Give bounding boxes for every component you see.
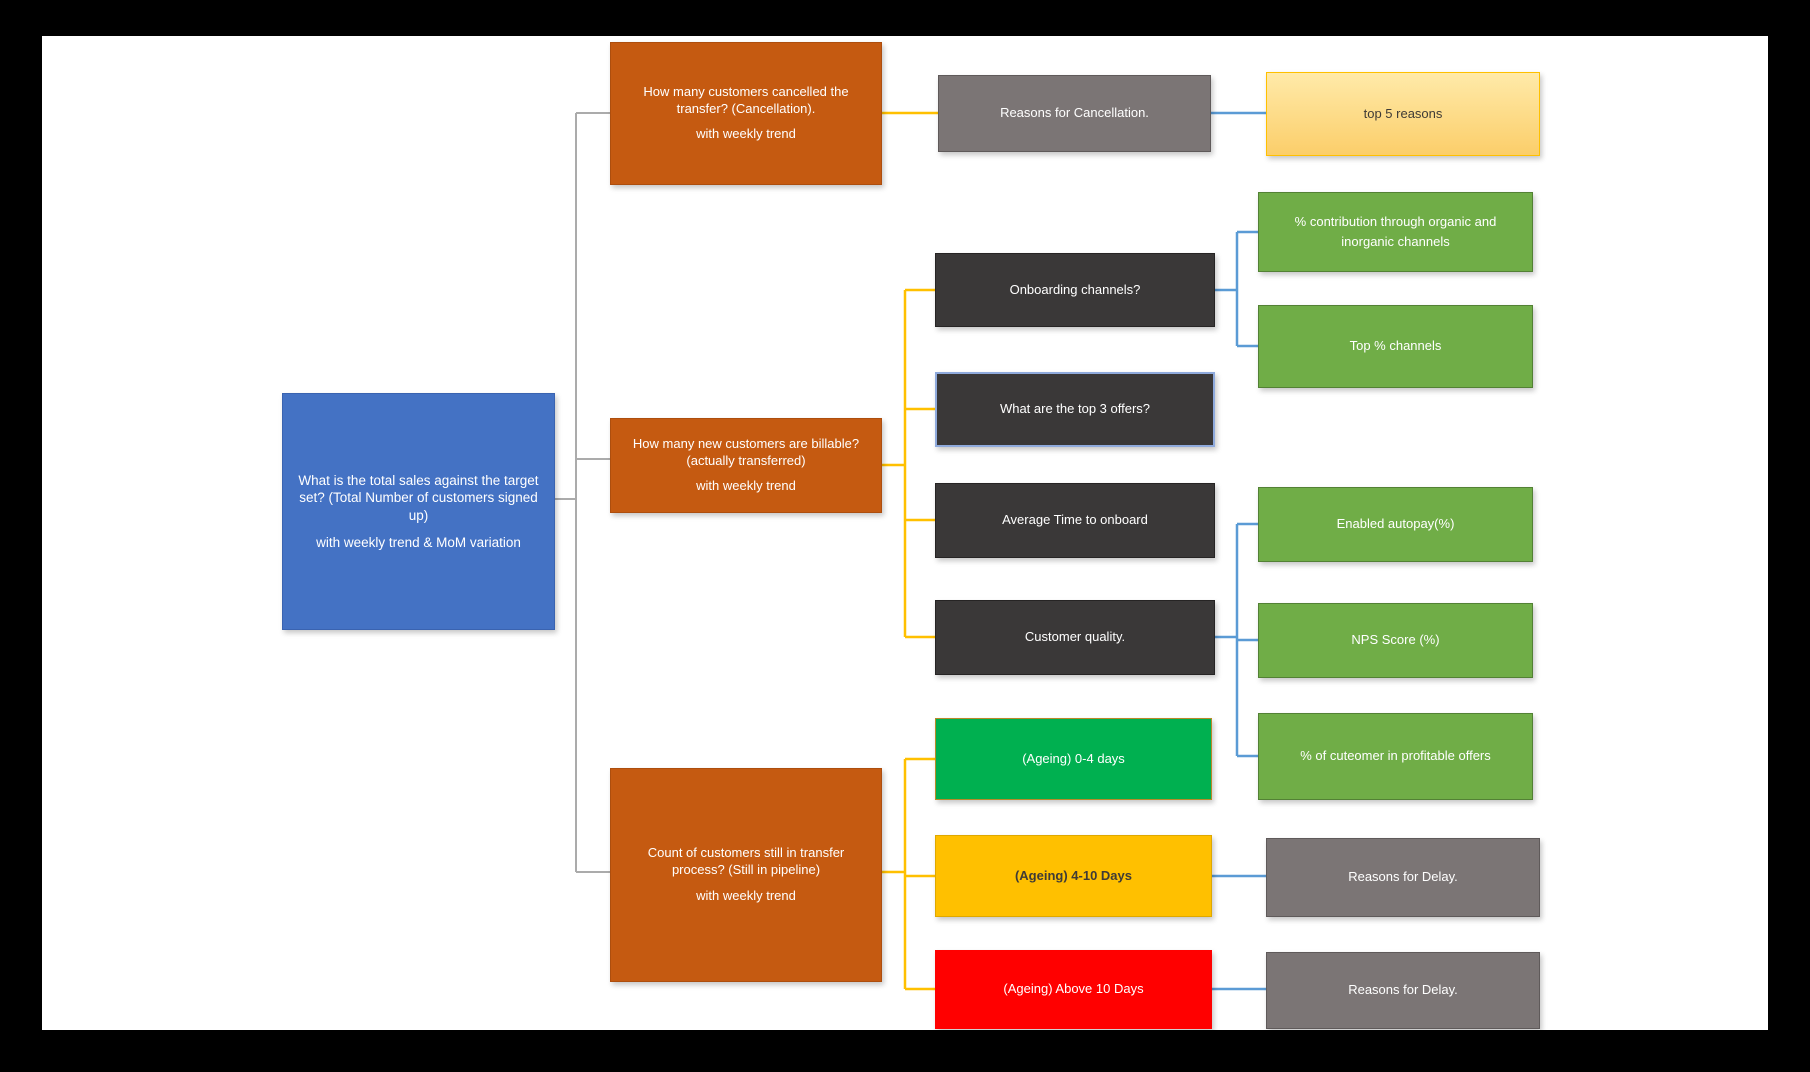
connector-lines [555,111,1266,991]
node-customer-quality-text: Customer quality. [1024,629,1126,645]
node-top5-reasons[interactable]: top 5 reasons [1266,72,1540,156]
node-pipeline-customers[interactable]: Count of customers still in transfer pro… [610,768,882,982]
node-top3-offers[interactable]: What are the top 3 offers? [935,372,1215,447]
node-profitable-customers[interactable]: % of cuteomer in profitable offers [1258,713,1533,800]
node-top-channels[interactable]: Top % channels [1258,305,1533,388]
node-average-time-onboard[interactable]: Average Time to onboard [935,483,1215,558]
node-reasons-cancellation-text: Reasons for Cancellation. [1000,105,1149,121]
node-pipeline-customers-subtext: with weekly trend [696,887,796,903]
node-top3-offers-text: What are the top 3 offers? [999,401,1151,417]
node-nps-score[interactable]: NPS Score (%) [1258,603,1533,678]
node-customer-quality[interactable]: Customer quality. [935,600,1215,675]
node-reasons-delay-4-10-text: Reasons for Delay. [1348,869,1458,885]
node-enabled-autopay-text: Enabled autopay(%) [1336,516,1455,532]
node-cancelled-transfer[interactable]: How many customers cancelled the transfe… [610,42,882,185]
node-enabled-autopay[interactable]: Enabled autopay(%) [1258,487,1533,562]
node-top-channels-text: Top % channels [1349,338,1442,354]
diagram-canvas: What is the total sales against the targ… [42,36,1768,1030]
node-total-sales[interactable]: What is the total sales against the targ… [282,393,555,630]
node-reasons-delay-above-10[interactable]: Reasons for Delay. [1266,952,1540,1029]
node-ageing-above-10-days-text: (Ageing) Above 10 Days [1003,981,1144,997]
node-billable-customers-text: How many new customers are billable? (ac… [632,435,860,468]
node-ageing-4-10-days[interactable]: (Ageing) 4-10 Days [935,835,1212,917]
node-ageing-above-10-days[interactable]: (Ageing) Above 10 Days [935,950,1212,1029]
node-reasons-cancellation[interactable]: Reasons for Cancellation. [938,75,1211,152]
node-top5-reasons-text: top 5 reasons [1363,105,1443,121]
node-onboarding-channels-text: Onboarding channels? [1009,281,1141,297]
node-profitable-customers-text: % of cuteomer in profitable offers [1300,748,1491,764]
node-reasons-delay-4-10[interactable]: Reasons for Delay. [1266,838,1540,917]
node-nps-score-text: NPS Score (%) [1351,632,1440,648]
node-ageing-0-4-days-text: (Ageing) 0-4 days [1022,750,1125,766]
node-total-sales-subtext: with weekly trend & MoM variation [316,534,521,550]
node-billable-customers[interactable]: How many new customers are billable? (ac… [610,418,882,513]
node-onboarding-channels[interactable]: Onboarding channels? [935,253,1215,327]
node-average-time-onboard-text: Average Time to onboard [1002,512,1148,528]
node-cancelled-transfer-text: How many customers cancelled the transfe… [643,83,849,116]
node-organic-contribution-text: % contribution through organic and inorg… [1294,213,1497,249]
node-ageing-0-4-days[interactable]: (Ageing) 0-4 days [935,718,1212,800]
node-pipeline-customers-text: Count of customers still in transfer pro… [647,845,845,878]
node-cancelled-transfer-subtext: with weekly trend [696,126,796,142]
node-total-sales-text: What is the total sales against the targ… [298,472,539,523]
node-organic-contribution[interactable]: % contribution through organic and inorg… [1258,192,1533,272]
node-reasons-delay-above-10-text: Reasons for Delay. [1348,982,1458,998]
node-ageing-4-10-days-text: (Ageing) 4-10 Days [1014,867,1133,883]
node-billable-customers-subtext: with weekly trend [696,478,796,494]
